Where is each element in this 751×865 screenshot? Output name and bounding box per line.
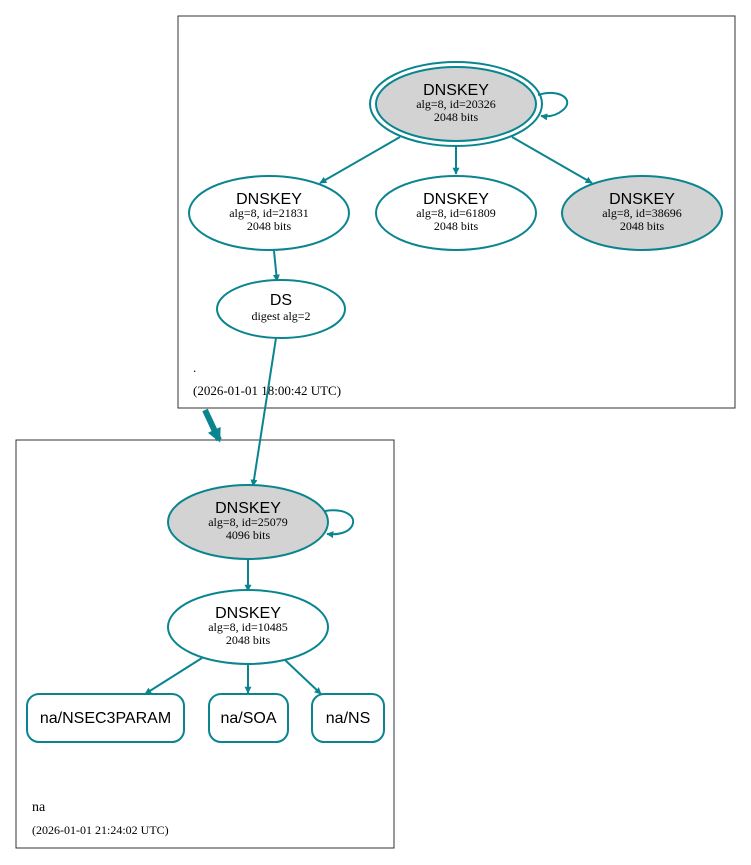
zone-na-border [15, 439, 395, 849]
node-na-ksk-size: 4096 bits [226, 528, 271, 542]
node-root-zsk-a-shape [188, 175, 350, 251]
node-root-ksk: DNSKEY alg=8, id=20326 2048 bits [369, 61, 543, 147]
node-root-zsk-b: DNSKEY alg=8, id=61809 2048 bits [375, 175, 537, 251]
node-root-ksk-type: DNSKEY [423, 82, 489, 99]
zone-na-cluster: na (2026-01-01 21:24:02 UTC) [15, 439, 395, 849]
node-rr-soa-shape [208, 693, 289, 743]
edge-root-ksk-to-zsk-c [511, 136, 593, 184]
node-rr-ns: na/NS [311, 693, 385, 743]
zone-na-timestamp: (2026-01-01 21:24:02 UTC) [32, 823, 169, 837]
node-na-zsk: DNSKEY alg=8, id=10485 2048 bits [167, 589, 329, 665]
edge-na-ksk-self [324, 509, 355, 539]
node-root-ksk-detail: alg=8, id=20326 [416, 97, 496, 111]
node-rr-soa: na/SOA [208, 693, 289, 743]
edge-root-ksk-self [537, 91, 569, 121]
node-na-ksk: DNSKEY alg=8, id=25079 4096 bits [167, 484, 329, 560]
zone-na-name: na [32, 800, 46, 815]
node-ds-type: DS [270, 292, 292, 309]
node-root-zsk-b-size: 2048 bits [434, 219, 479, 233]
zone-root-name: . [193, 360, 196, 375]
node-ds-detail: digest alg=2 [251, 309, 310, 323]
edge-ds-to-na-ksk [250, 337, 277, 487]
node-root-zsk-c-detail: alg=8, id=38696 [602, 206, 682, 220]
node-na-zsk-shape [167, 589, 329, 665]
node-rr-nsec3param-shape [26, 693, 185, 743]
node-root-zsk-b-type: DNSKEY [423, 191, 489, 208]
node-root-ksk-inner [375, 66, 537, 142]
node-na-zsk-type: DNSKEY [215, 605, 281, 622]
node-root-ksk-outer [369, 61, 543, 147]
node-na-zsk-size: 2048 bits [226, 633, 271, 647]
edge-na-zsk-to-ns [284, 659, 322, 695]
node-na-zsk-detail: alg=8, id=10485 [208, 620, 288, 634]
node-root-zsk-c-shape [561, 175, 723, 251]
node-root-zsk-a-detail: alg=8, id=21831 [229, 206, 309, 220]
node-root-zsk-c-size: 2048 bits [620, 219, 665, 233]
node-root-zsk-b-shape [375, 175, 537, 251]
node-root-zsk-a: DNSKEY alg=8, id=21831 2048 bits [188, 175, 350, 251]
node-rr-nsec3param: na/NSEC3PARAM [26, 693, 185, 743]
node-ds: DS digest alg=2 [216, 279, 346, 339]
edge-na-zsk-to-nsec3param [144, 657, 203, 695]
edge-delegation [202, 408, 222, 443]
node-root-zsk-a-type: DNSKEY [236, 191, 302, 208]
node-rr-ns-label: na/NS [326, 710, 370, 727]
node-na-ksk-detail: alg=8, id=25079 [208, 515, 288, 529]
node-root-zsk-b-detail: alg=8, id=61809 [416, 206, 496, 220]
node-rr-ns-shape [311, 693, 385, 743]
node-rr-soa-label: na/SOA [220, 710, 276, 727]
node-ds-shape [216, 279, 346, 339]
edge-root-ksk-to-zsk-a [319, 136, 401, 184]
node-na-ksk-type: DNSKEY [215, 500, 281, 517]
zone-root-border [177, 15, 736, 409]
node-root-zsk-c-type: DNSKEY [609, 191, 675, 208]
node-root-zsk-a-size: 2048 bits [247, 219, 292, 233]
edges [144, 91, 593, 695]
node-root-zsk-c: DNSKEY alg=8, id=38696 2048 bits [561, 175, 723, 251]
node-rr-nsec3param-label: na/NSEC3PARAM [40, 710, 171, 727]
node-na-ksk-shape [167, 484, 329, 560]
edge-zsk-a-to-ds [272, 250, 280, 282]
node-root-ksk-size: 2048 bits [434, 110, 479, 124]
